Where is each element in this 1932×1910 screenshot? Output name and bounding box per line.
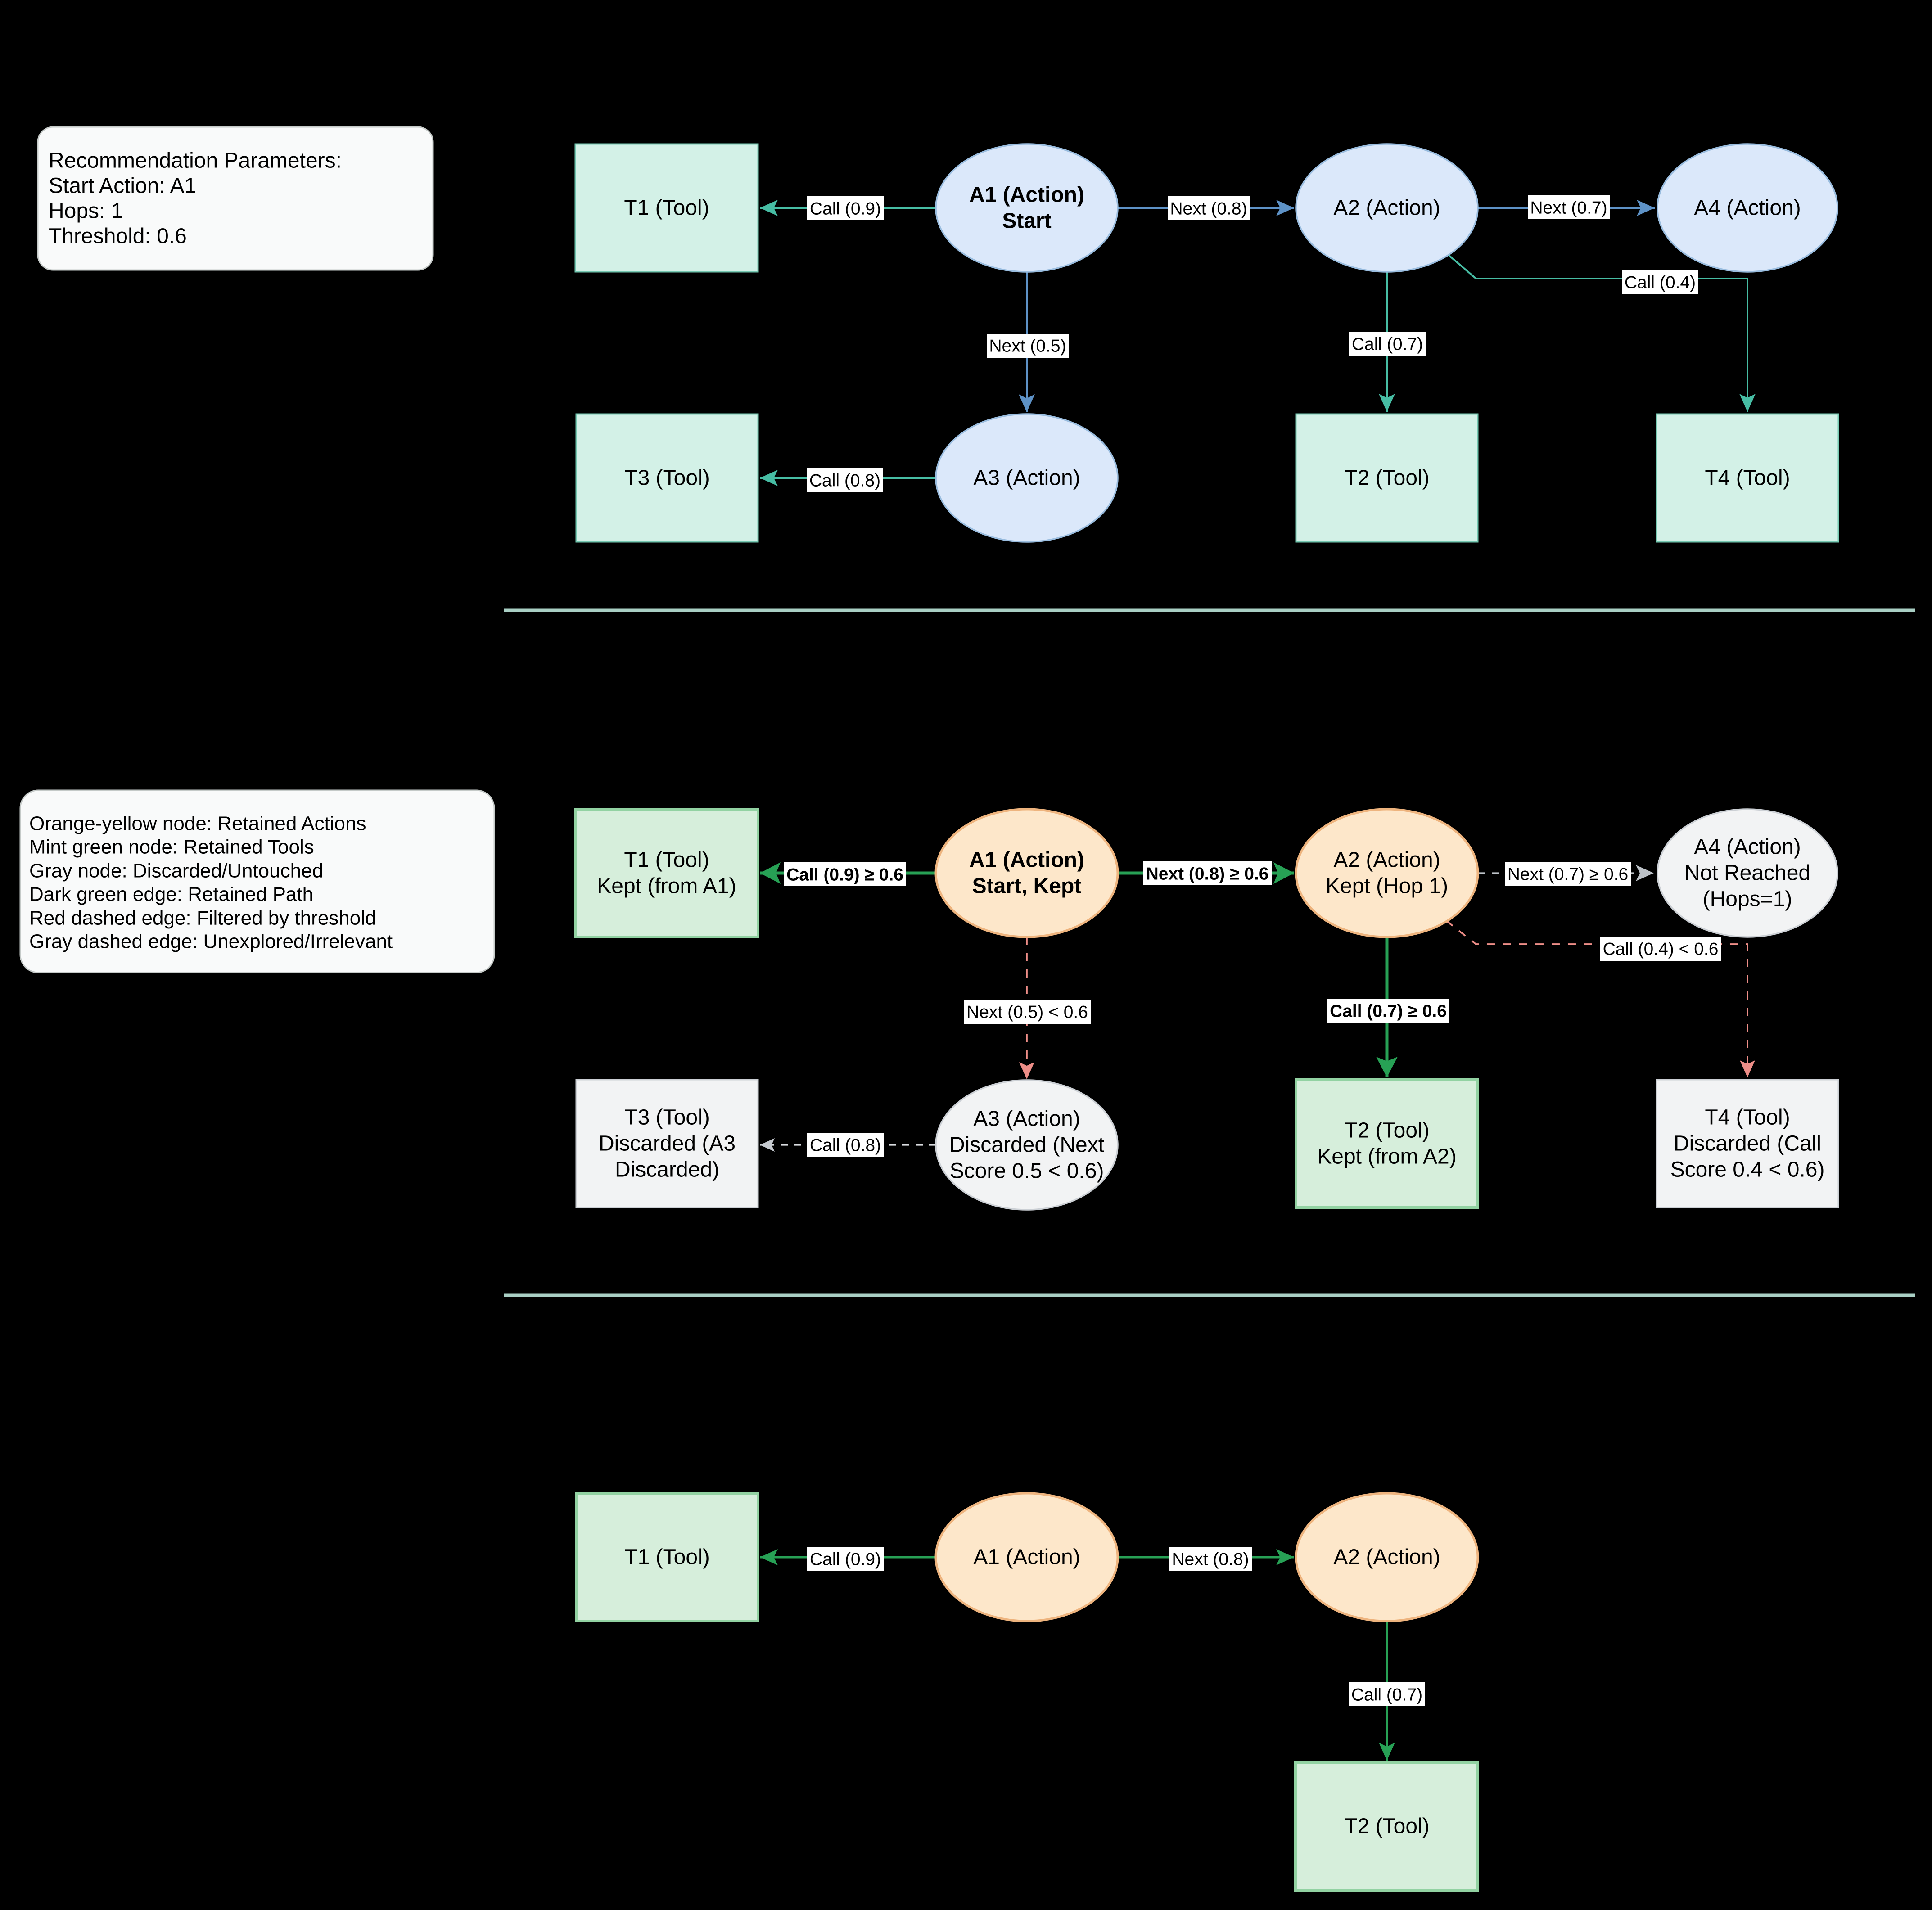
svg-text:Call (0.8): Call (0.8) bbox=[809, 471, 880, 491]
svg-text:Not Reached: Not Reached bbox=[1684, 861, 1810, 885]
svg-text:Discarded): Discarded) bbox=[615, 1158, 719, 1182]
svg-text:T1 (Tool): T1 (Tool) bbox=[624, 848, 709, 872]
svg-text:Gray dashed edge: Unexplored/I: Gray dashed edge: Unexplored/Irrelevant bbox=[29, 931, 393, 953]
svg-text:Next (0.8): Next (0.8) bbox=[1170, 199, 1247, 219]
svg-text:Call (0.9) ≥ 0.6: Call (0.9) ≥ 0.6 bbox=[786, 865, 903, 885]
svg-text:A4 (Action): A4 (Action) bbox=[1694, 196, 1801, 220]
svg-text:Orange-yellow node: Retained A: Orange-yellow node: Retained Actions bbox=[29, 813, 366, 835]
svg-text:Recommendation Parameters:: Recommendation Parameters: bbox=[49, 149, 342, 173]
svg-text:Kept (Hop 1): Kept (Hop 1) bbox=[1326, 874, 1448, 898]
svg-text:Call (0.7): Call (0.7) bbox=[1352, 335, 1423, 354]
svg-text:Next (0.8) ≥ 0.6: Next (0.8) ≥ 0.6 bbox=[1146, 865, 1269, 884]
svg-text:Call (0.4) < 0.6: Call (0.4) < 0.6 bbox=[1603, 940, 1719, 959]
svg-text:A1 (Action): A1 (Action) bbox=[969, 848, 1084, 872]
svg-text:Score 0.5 < 0.6): Score 0.5 < 0.6) bbox=[950, 1159, 1104, 1183]
svg-text:A3 (Action): A3 (Action) bbox=[973, 1107, 1080, 1131]
svg-text:A1 (Action): A1 (Action) bbox=[973, 1545, 1080, 1569]
svg-text:T2 (Tool): T2 (Tool) bbox=[1344, 1119, 1429, 1143]
svg-text:T3 (Tool): T3 (Tool) bbox=[624, 466, 709, 490]
svg-text:A1 (Action): A1 (Action) bbox=[969, 183, 1084, 207]
svg-text:T3 (Tool): T3 (Tool) bbox=[624, 1106, 709, 1130]
svg-text:Red dashed edge: Filtered by t: Red dashed edge: Filtered by threshold bbox=[29, 907, 376, 929]
svg-text:(Hops=1): (Hops=1) bbox=[1703, 887, 1792, 911]
svg-text:Kept (from A1): Kept (from A1) bbox=[597, 874, 736, 898]
svg-text:Next (0.7): Next (0.7) bbox=[1530, 198, 1607, 218]
svg-text:T1 (Tool): T1 (Tool) bbox=[624, 1545, 709, 1569]
svg-text:Discarded (Call: Discarded (Call bbox=[1674, 1132, 1821, 1156]
svg-text:Kept (from A2): Kept (from A2) bbox=[1317, 1145, 1456, 1169]
svg-text:Threshold: 0.6: Threshold: 0.6 bbox=[49, 225, 187, 248]
svg-text:A2 (Action): A2 (Action) bbox=[1333, 848, 1440, 872]
svg-text:Start, Kept: Start, Kept bbox=[972, 874, 1082, 898]
svg-text:Next (0.7) ≥ 0.6: Next (0.7) ≥ 0.6 bbox=[1508, 865, 1629, 884]
svg-text:Dark green edge: Retained Path: Dark green edge: Retained Path bbox=[29, 883, 313, 905]
svg-text:Discarded (Next: Discarded (Next bbox=[949, 1133, 1104, 1157]
svg-text:A3 (Action): A3 (Action) bbox=[973, 466, 1080, 490]
svg-text:Start: Start bbox=[1002, 209, 1051, 233]
svg-text:T4 (Tool): T4 (Tool) bbox=[1705, 466, 1790, 490]
svg-text:Next (0.5): Next (0.5) bbox=[989, 337, 1066, 356]
svg-text:Next (0.8): Next (0.8) bbox=[1172, 1550, 1249, 1569]
svg-text:Call (0.9): Call (0.9) bbox=[810, 199, 881, 219]
svg-text:T2 (Tool): T2 (Tool) bbox=[1344, 1815, 1429, 1838]
svg-text:Call (0.8): Call (0.8) bbox=[810, 1136, 881, 1155]
svg-text:Mint green node: Retained Tool: Mint green node: Retained Tools bbox=[29, 836, 314, 858]
svg-text:Call (0.7) ≥ 0.6: Call (0.7) ≥ 0.6 bbox=[1330, 1002, 1447, 1021]
svg-text:A4 (Action): A4 (Action) bbox=[1694, 835, 1801, 859]
svg-text:T4 (Tool): T4 (Tool) bbox=[1705, 1106, 1790, 1130]
svg-text:Call (0.4): Call (0.4) bbox=[1625, 273, 1696, 293]
svg-text:Next (0.5) < 0.6: Next (0.5) < 0.6 bbox=[966, 1003, 1088, 1022]
svg-text:A2 (Action): A2 (Action) bbox=[1333, 196, 1440, 220]
svg-text:Hops: 1: Hops: 1 bbox=[49, 199, 123, 223]
svg-text:Score 0.4 < 0.6): Score 0.4 < 0.6) bbox=[1670, 1158, 1825, 1182]
svg-text:Call (0.9): Call (0.9) bbox=[810, 1550, 881, 1569]
svg-text:Start Action: A1: Start Action: A1 bbox=[49, 174, 196, 198]
svg-text:Gray node: Discarded/Untouched: Gray node: Discarded/Untouched bbox=[29, 860, 323, 882]
svg-text:A2 (Action): A2 (Action) bbox=[1333, 1545, 1440, 1569]
svg-text:T1 (Tool): T1 (Tool) bbox=[624, 196, 709, 220]
svg-text:T2 (Tool): T2 (Tool) bbox=[1344, 466, 1429, 490]
svg-text:Call (0.7): Call (0.7) bbox=[1351, 1685, 1422, 1705]
svg-text:Discarded (A3: Discarded (A3 bbox=[599, 1132, 736, 1156]
